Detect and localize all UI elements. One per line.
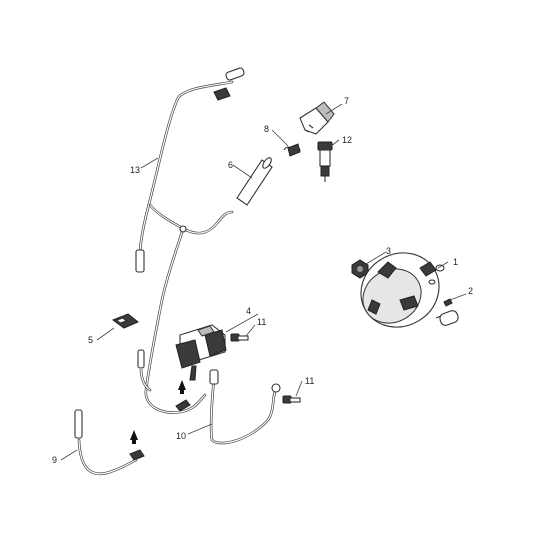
callouts: 1 2 3 4 5 6 7 8 9 10 11 11 12 13 (52, 96, 473, 465)
leader-lines (60, 103, 467, 461)
part-12-spark-plug[interactable] (317, 141, 333, 182)
part-2-key[interactable] (443, 298, 453, 307)
part-10-ground-wire[interactable] (209, 369, 281, 445)
part-4-ignition-coil[interactable] (175, 324, 227, 381)
callout-10: 10 (176, 431, 186, 441)
coil-lead (137, 349, 152, 392)
callout-11-lower: 11 (305, 376, 314, 386)
part-1-flywheel[interactable] (347, 239, 452, 341)
callout-5: 5 (88, 335, 93, 345)
part-11-screw-lower[interactable] (282, 395, 301, 404)
callout-7: 7 (344, 96, 349, 106)
callout-13: 13 (130, 165, 140, 175)
callout-1: 1 (453, 257, 458, 267)
part-9-terminal-wire[interactable] (74, 409, 145, 476)
arrow-up-icon (130, 430, 138, 444)
part-6-sleeve[interactable] (236, 156, 273, 206)
part-7-plug-cap[interactable] (299, 101, 335, 135)
part-5-connector[interactable] (111, 313, 139, 329)
crankshaft-end (435, 310, 459, 326)
arrow-up-icon (178, 380, 186, 394)
callout-6: 6 (228, 160, 233, 170)
callout-8: 8 (264, 124, 269, 134)
callout-9: 9 (52, 455, 57, 465)
callout-3: 3 (386, 246, 391, 256)
callout-11-upper: 11 (257, 317, 266, 327)
part-11-screw-upper[interactable] (230, 333, 249, 342)
callout-2: 2 (468, 286, 473, 296)
callout-12: 12 (342, 135, 352, 145)
part-8-spring[interactable] (283, 143, 301, 157)
callout-4: 4 (246, 306, 251, 316)
